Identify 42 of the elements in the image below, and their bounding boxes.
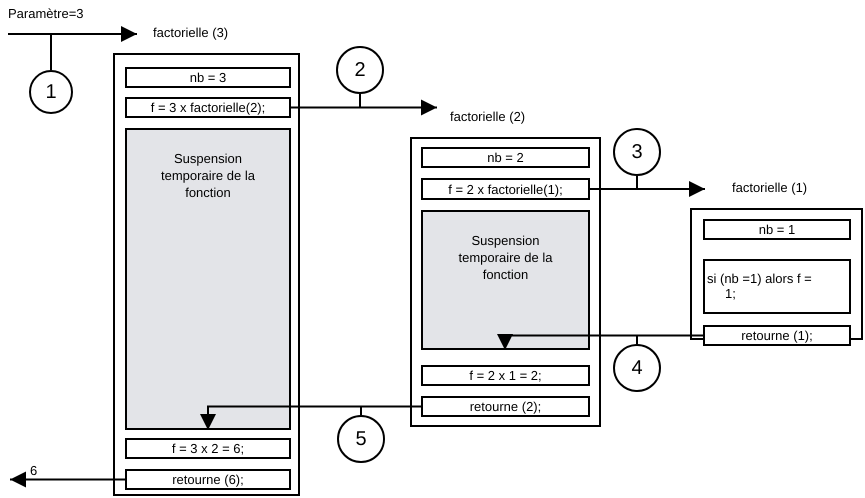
code-text: nb = 3	[190, 70, 226, 85]
suspended-area	[421, 210, 590, 350]
step-circle	[29, 70, 73, 114]
function-call-heading: factorielle (2)	[450, 109, 526, 124]
step-circle	[613, 128, 661, 176]
code-text: f = 3 x 2 = 6;	[172, 441, 244, 456]
code-text: nb = 1	[758, 222, 796, 237]
code-text: retourne (6);	[172, 472, 244, 487]
function-call-heading: factorielle (3)	[153, 25, 228, 40]
code-text: f = 2 x factorielle(1);	[448, 182, 563, 196]
leader-line	[636, 176, 638, 189]
step-number: 2	[354, 58, 366, 82]
suspended-area	[125, 128, 291, 430]
code-text: si (nb =1) alors f = 1;	[706, 271, 813, 301]
leader-line	[50, 34, 52, 70]
arrow	[291, 100, 437, 116]
code-text: f = 3 x factorielle(2);	[150, 100, 266, 115]
function-call-heading: factorielle (1)	[732, 180, 808, 195]
leader-line	[360, 406, 362, 415]
step-circle	[337, 415, 385, 463]
step-number: 4	[631, 356, 643, 380]
code-text: retourne (2);	[470, 399, 542, 414]
suspension-text: Suspension temporaire de la fonction	[160, 150, 256, 201]
edge-label: Paramètre=3	[8, 6, 84, 21]
leader-line	[359, 94, 361, 108]
step-number: 1	[45, 80, 57, 104]
arrow	[200, 406, 421, 430]
arrow	[8, 26, 137, 42]
arrow	[497, 334, 703, 350]
arrow	[10, 472, 125, 488]
code-text: retourne (1);	[741, 328, 813, 343]
step-number: 3	[631, 140, 643, 164]
code-block-box	[703, 259, 851, 314]
arrow	[590, 181, 705, 197]
suspension-text: Suspension temporaire de la fonction	[458, 232, 554, 283]
code-text: nb = 2	[487, 150, 524, 165]
leader-line	[636, 335, 638, 344]
code-text: f = 2 x 1 = 2;	[469, 368, 542, 383]
step-circle	[336, 46, 384, 94]
step-circle	[613, 344, 661, 392]
step-number: 5	[355, 428, 367, 450]
edge-label: 6	[30, 463, 38, 478]
